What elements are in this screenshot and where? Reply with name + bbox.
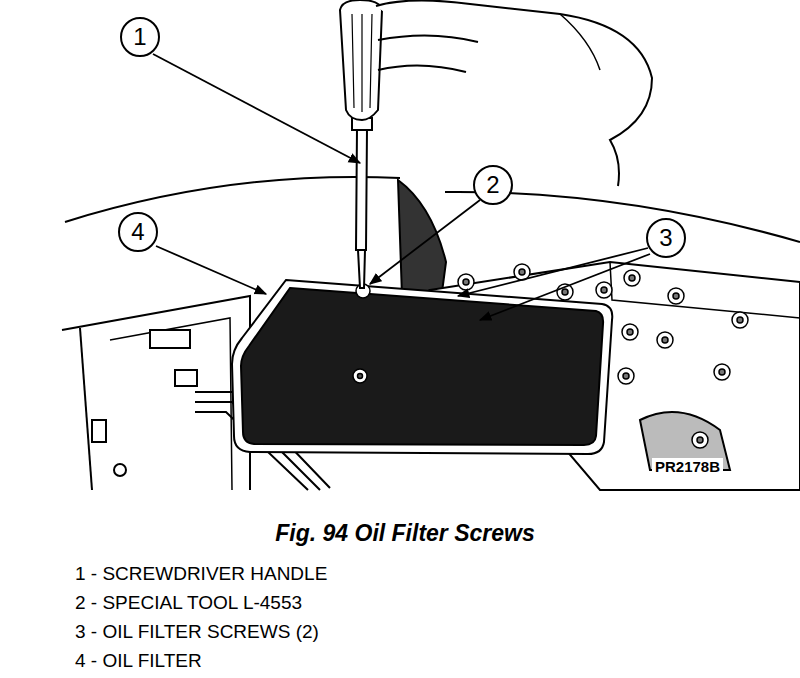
valve-body-bolts: [618, 368, 634, 384]
transmission-case: [80, 328, 92, 490]
screwdriver: [340, 0, 382, 288]
legend-entry: 1 - SCREWDRIVER HANDLE: [75, 563, 327, 585]
valve-body-bolts: [622, 324, 638, 340]
valve-body-bolts: [627, 329, 633, 335]
valve-body-bolts: [732, 312, 748, 328]
callout-circle: 4: [118, 212, 158, 252]
valve-body-bolts: [623, 373, 629, 379]
hand: [560, 14, 600, 70]
valve-body-bolts: [519, 269, 525, 275]
valve-body-bolts: [692, 432, 708, 448]
callout-number: 3: [659, 226, 672, 250]
callout-circle: 3: [646, 218, 686, 258]
leader-line: [156, 246, 266, 294]
callout-circle: 2: [473, 165, 513, 205]
filter-screw: [353, 369, 367, 383]
filter-screw: [358, 374, 363, 379]
transmission-case: [175, 370, 197, 386]
transmission-case: [114, 464, 126, 476]
callout-number: 2: [486, 173, 499, 197]
legend-entry: 3 - OIL FILTER SCREWS (2): [75, 621, 319, 643]
hand: [378, 35, 478, 42]
transmission-case: [92, 420, 106, 442]
transmission-case: [150, 330, 190, 348]
legend-entry: 4 - OIL FILTER: [75, 650, 202, 672]
screwdriver: [340, 0, 382, 120]
oil-filter: [232, 280, 612, 454]
callout-circle: 1: [120, 17, 160, 57]
transmission-case: [110, 318, 232, 490]
hand: [376, 0, 652, 186]
valve-body-bolts: [601, 287, 607, 293]
valve-body-bolts: [673, 293, 679, 299]
oil-filter: [232, 280, 612, 454]
transmission-case: [62, 177, 800, 490]
leader-line: [153, 54, 360, 163]
valve-body-bolts: [714, 364, 730, 380]
valve-body-bolts: [662, 337, 668, 343]
leader-line: [458, 248, 648, 296]
valve-body-bolts: [463, 279, 469, 285]
figure-caption: Fig. 94 Oil Filter Screws: [0, 520, 800, 547]
oil-filter: [241, 288, 603, 445]
valve-body-bolts: [629, 275, 635, 281]
legend-entry: 2 - SPECIAL TOOL L-4553: [75, 592, 302, 614]
screwdriver: [358, 250, 365, 288]
leader-line: [480, 254, 650, 320]
valve-body: [610, 262, 800, 318]
valve-body-bolts: [624, 270, 640, 286]
hand: [378, 65, 466, 72]
valve-body-bolts: [562, 289, 568, 295]
transmission-case: [398, 180, 446, 296]
valve-body-bolts: [596, 282, 612, 298]
valve-body-bolts: [657, 332, 673, 348]
screwdriver: [352, 14, 372, 112]
valve-body-bolts: [697, 437, 703, 443]
figure-code: PR2178B: [652, 458, 723, 475]
hand: [376, 0, 652, 186]
callout-number: 4: [131, 220, 144, 244]
valve-body-bolts: [737, 317, 743, 323]
valve-body-bolts: [668, 288, 684, 304]
leader-line: [370, 200, 480, 284]
transmission-case: [65, 177, 400, 222]
leader-line: [153, 54, 650, 320]
valve-body-bolts: [719, 369, 725, 375]
callout-number: 1: [133, 25, 146, 49]
screwdriver: [356, 128, 367, 250]
valve-body-bolts: [458, 274, 474, 290]
filter-screw: [353, 284, 370, 383]
